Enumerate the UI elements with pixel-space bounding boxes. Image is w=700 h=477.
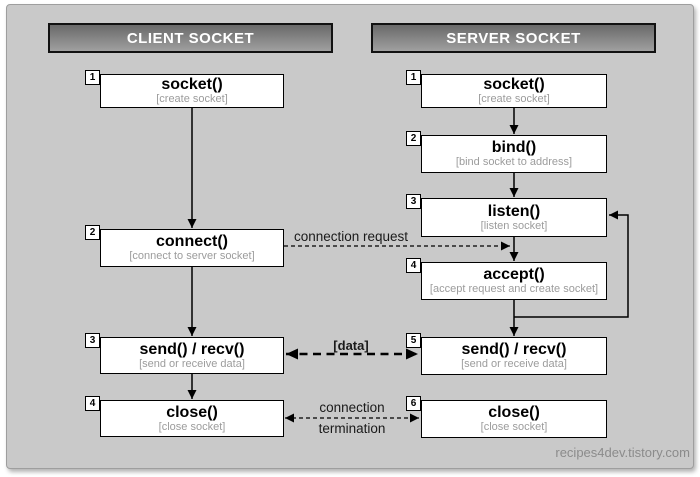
box-title: close() <box>166 403 218 421</box>
step-number-badge: 1 <box>85 70 100 85</box>
client-connect-box: 2 connect() [connect to server socket] <box>85 225 284 267</box>
server-accept-box: 4 accept() [accept request and create so… <box>406 258 607 300</box>
box-title: bind() <box>491 139 537 156</box>
step-number-badge: 2 <box>85 225 100 240</box>
box-title: accept() <box>483 266 545 283</box>
connection-request-label: connection request <box>293 229 409 244</box>
box-title: send() / recv() <box>461 341 567 358</box>
box-title: send() / recv() <box>139 340 245 358</box>
box-title: listen() <box>487 202 541 220</box>
box-title: close() <box>488 404 540 421</box>
step-number-badge: 4 <box>406 258 421 273</box>
box-title: socket() <box>161 76 223 93</box>
box-subtitle: [send or receive data] <box>139 357 245 370</box>
box-subtitle: [close socket] <box>480 421 548 433</box>
connection-termination-label-line1: connection <box>319 400 385 415</box>
step-number-badge: 3 <box>85 333 100 348</box>
box-subtitle: [listen socket] <box>480 219 548 232</box>
step-number-badge: 4 <box>85 396 100 411</box>
box-subtitle: [close socket] <box>158 420 226 433</box>
box-subtitle: [accept request and create socket] <box>429 283 599 295</box>
server-socket-box: 1 socket() [create socket] <box>406 70 607 108</box>
box-title: socket() <box>483 76 545 93</box>
watermark: recipes4dev.tistory.com <box>555 445 690 460</box>
box-title: connect() <box>156 233 228 250</box>
step-number-badge: 2 <box>406 131 421 146</box>
client-socket-header: CLIENT SOCKET <box>48 23 333 53</box>
server-bind-box: 2 bind() [bind socket to address] <box>406 131 607 173</box>
box-subtitle: [create socket] <box>156 93 228 105</box>
server-socket-header: SERVER SOCKET <box>371 23 656 53</box>
connection-termination-label-line2: termination <box>318 421 386 436</box>
step-number-badge: 3 <box>406 194 421 209</box>
server-close-box: 6 close() [close socket] <box>406 396 607 438</box>
box-subtitle: [connect to server socket] <box>129 250 255 262</box>
client-close-box: 4 close() [close socket] <box>85 396 284 437</box>
step-number-badge: 1 <box>406 70 421 85</box>
step-number-badge: 5 <box>406 333 421 348</box>
server-listen-box: 3 listen() [listen socket] <box>406 194 607 237</box>
client-sendrecv-box: 3 send() / recv() [send or receive data] <box>85 333 284 374</box>
server-sendrecv-box: 5 send() / recv() [send or receive data] <box>406 333 607 375</box>
data-label: [data] <box>333 338 369 353</box>
box-subtitle: [bind socket to address] <box>455 156 573 168</box>
client-socket-box: 1 socket() [create socket] <box>85 70 284 108</box>
box-subtitle: [send or receive data] <box>461 358 567 370</box>
box-subtitle: [create socket] <box>478 93 550 105</box>
step-number-badge: 6 <box>406 396 421 411</box>
